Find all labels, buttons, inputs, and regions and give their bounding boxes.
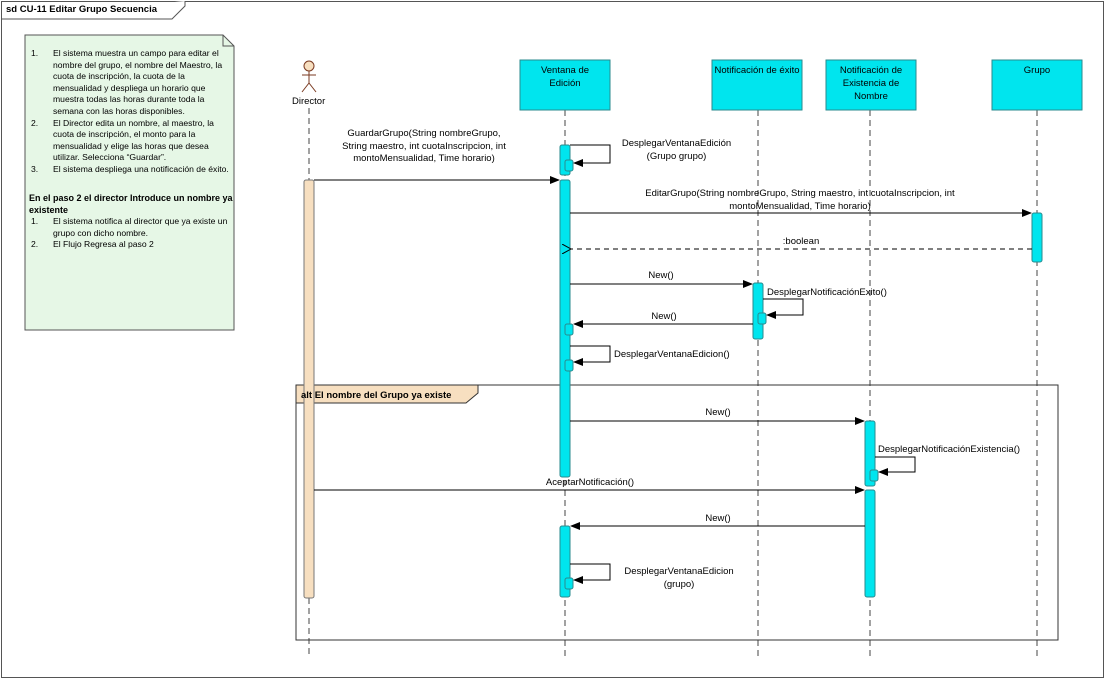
message-label-m10: DesplegarNotificaciónExistencia() <box>878 444 1021 455</box>
note-alt-heading: En el paso 2 el director Introduce un no… <box>29 192 233 215</box>
activation-exito-b <box>757 312 767 325</box>
message-label-m2: GuardarGrupo(String nombreGrupo, String … <box>342 128 506 164</box>
note-text: 1. El sistema muestra un campo para edit… <box>29 48 234 251</box>
activation-director <box>303 179 315 599</box>
lifeline-box-existencia <box>825 59 917 111</box>
lifeline-box-exito <box>711 59 803 111</box>
message-label-m5: New() <box>648 270 674 281</box>
alt-fragment-tab <box>295 384 479 404</box>
activation-exito <box>752 282 764 340</box>
lifeline-label-existencia: Notificación de Existencia de Nombre <box>839 65 903 102</box>
note-step: 2. El Director edita un nombre, al maest… <box>31 117 214 163</box>
message-arrow-m6 <box>763 298 804 319</box>
note-box <box>24 34 235 331</box>
actor-icon <box>301 60 317 93</box>
note-fold <box>222 35 234 47</box>
note-step: 3. El sistema despliega una notificación… <box>31 163 229 174</box>
activation-ventana-1b <box>564 159 574 172</box>
alt-fragment <box>295 384 1059 641</box>
message-label-m4: :boolean <box>782 236 820 247</box>
diagram-title: sd CU-11 Editar Grupo Secuencia <box>6 4 157 15</box>
message-label-m8: DesplegarVentanaEdicion() <box>614 349 730 360</box>
message-label-m13: DesplegarVentanaEdicion (grupo) <box>624 566 734 590</box>
activation-ventana-2b <box>564 323 574 336</box>
message-label-m1: DesplegarVentanaEdición (Grupo grupo) <box>621 138 732 162</box>
message-arrow-m8 <box>570 345 611 366</box>
message-arrow-m10 <box>875 456 916 476</box>
note-alt-step: 1. El sistema notifica al director que y… <box>31 215 228 238</box>
activation-existencia-2 <box>864 489 876 598</box>
activation-ventana-3b <box>564 577 574 590</box>
lifeline-label-grupo: Grupo <box>1023 65 1051 76</box>
lifeline-box-grupo <box>991 59 1083 111</box>
activation-existencia-1b <box>869 469 879 482</box>
actor-label: Director <box>292 96 326 107</box>
activation-ventana-2c <box>564 359 574 372</box>
alt-fragment-label: alt El nombre del Grupo ya existe <box>301 390 452 401</box>
activation-grupo <box>1031 212 1043 263</box>
message-label-m3: EditarGrupo(String nombreGrupo, String m… <box>645 188 955 212</box>
note-alt-step: 2. El Flujo Regresa al paso 2 <box>31 239 154 250</box>
message-label-m11: AceptarNotificación() <box>545 477 635 488</box>
message-label-m9: New() <box>705 407 731 418</box>
message-label-m7: New() <box>651 311 677 322</box>
message-arrow-m13 <box>570 563 611 584</box>
message-arrow-m1 <box>570 144 611 167</box>
frame-tab <box>1 1 186 20</box>
message-label-m12: New() <box>705 513 731 524</box>
lifeline-label-exito: Notificación de éxito <box>714 65 800 76</box>
note-step: 1. El sistema muestra un campo para edit… <box>31 48 223 116</box>
lifeline-box-ventana <box>519 59 611 111</box>
lifeline-label-ventana: Ventana de Edición <box>540 65 590 89</box>
message-label-m6: DesplegarNotificaciónExito() <box>767 287 887 298</box>
